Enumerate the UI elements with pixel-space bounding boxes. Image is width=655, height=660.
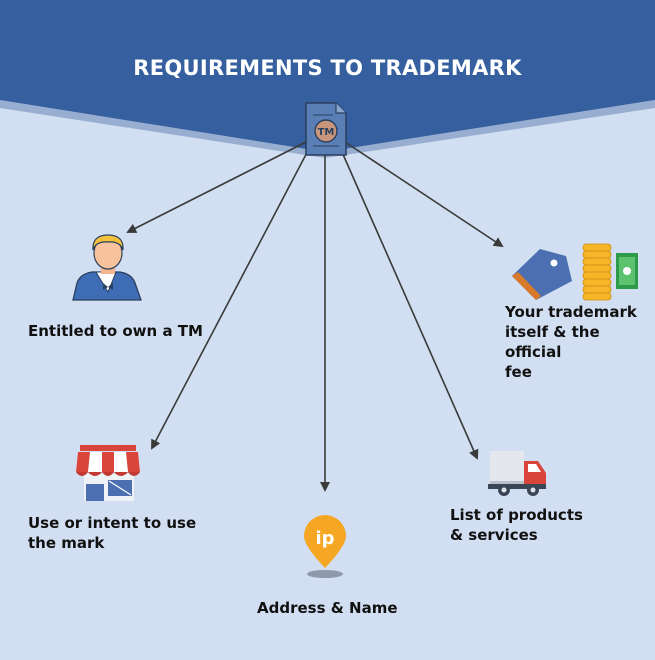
use-label: Use or intent to use the mark [28, 514, 197, 552]
address-label: Address & Name [257, 599, 398, 617]
ip-location-pin-icon: ip [304, 515, 346, 578]
price-tag-and-money-icon [512, 243, 638, 301]
arrow-to-products [337, 142, 479, 460]
header-banner [0, 0, 655, 152]
fee-label: Your trademark itself & the official fee [505, 303, 637, 381]
connector-arrows [126, 139, 504, 492]
owner-label: Entitled to own a TM [28, 322, 203, 340]
trademark-document-icon: TM [305, 102, 347, 156]
arrow-to-use [151, 142, 313, 450]
ip-pin-text: ip [315, 528, 334, 549]
person-icon [72, 234, 142, 301]
delivery-truck-icon [488, 451, 546, 496]
arrow-to-fee [341, 139, 504, 248]
arrow-to-owner [126, 139, 311, 233]
products-label: List of products & services [450, 506, 583, 544]
page-title: REQUIREMENTS TO TRADEMARK [133, 56, 522, 80]
tm-badge-text: TM [318, 127, 335, 138]
store-icon [76, 445, 140, 501]
